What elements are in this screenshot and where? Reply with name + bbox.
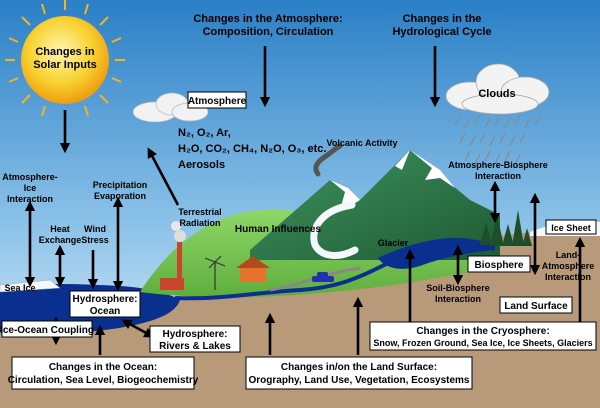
atm-ice-label-1: Atmosphere- <box>2 172 58 182</box>
soil-bio-label-2: Interaction <box>435 294 481 304</box>
atmosphere-cloud <box>132 92 209 123</box>
hydrosphere-ocean-label-1: Hydrosphere: <box>72 294 137 305</box>
rivers-box <box>149 325 241 353</box>
land-changes-detail: Orography, Land Use, Vegetation, Ecosyst… <box>249 375 470 386</box>
land-surface-box <box>499 296 573 314</box>
heat-exchange-label-1: Heat <box>50 224 70 234</box>
cryosphere-detail: Snow, Frozen Ground, Sea Ice, Ice Sheets… <box>373 338 592 348</box>
terrestrial-radiation-arrow <box>147 147 180 206</box>
windmill <box>204 255 226 290</box>
ice-ocean-label: Ice-Ocean Coupling <box>0 325 94 336</box>
heat-exchange-label-2: Exchange <box>39 235 82 245</box>
ocean-changes-title: Changes in the Ocean: <box>49 362 157 373</box>
car <box>312 272 334 282</box>
cryosphere-box <box>369 321 597 351</box>
atm-ice-label-3: Interaction <box>7 194 53 204</box>
land-changes-box <box>245 356 473 390</box>
land-surface-label: Land Surface <box>504 301 568 312</box>
human-influences-label: Human Influences <box>235 224 322 235</box>
volcanic-smoke <box>313 143 343 177</box>
atm-ice-label-2: Ice <box>24 183 37 193</box>
land-atm-label-1: Land- <box>556 250 581 260</box>
gases-line-1: N₂, O₂, Ar, <box>178 127 231 139</box>
hydrosphere-ocean-box <box>69 290 141 318</box>
aerosols-label: Aerosols <box>178 159 225 171</box>
biosphere-box <box>467 255 531 273</box>
ice-ocean-box <box>1 320 93 338</box>
ocean-changes-box <box>11 356 195 390</box>
precip-label-2: Evaporation <box>94 191 146 201</box>
hydrosphere-ocean-label-2: Ocean <box>90 306 121 317</box>
sea-ice-label: Sea Ice <box>4 283 35 293</box>
rivers-label-2: Rivers & Lakes <box>159 341 231 352</box>
wind-stress-label-1: Wind <box>84 224 106 234</box>
atmosphere-label: Atmosphere <box>188 96 247 107</box>
clouds-label: Clouds <box>478 88 515 100</box>
precip-label-1: Precipitation <box>93 180 148 190</box>
land-atm-label-3: Interaction <box>545 272 591 282</box>
solar-inputs-label-1: Changes in <box>35 46 95 58</box>
land-changes-title: Changes in/on the Land Surface: <box>281 362 437 373</box>
cryosphere-title: Changes in the Cryosphere: <box>416 326 549 337</box>
lake <box>378 237 495 269</box>
soil-bio-label-1: Soil-Biosphere <box>426 283 490 293</box>
rivers-label-1: Hydrosphere: <box>162 329 227 340</box>
atm-bio-label-2: Interaction <box>475 171 521 181</box>
atmosphere-box <box>187 91 247 109</box>
terrestrial-radiation-label-1: Terrestrial <box>178 207 221 217</box>
solar-inputs-label-2: Solar Inputs <box>33 59 97 71</box>
ice-sheet-label: Ice Sheet <box>551 223 591 233</box>
house <box>236 256 270 282</box>
glacier-label: Glacier <box>378 238 409 248</box>
forest <box>480 210 532 246</box>
gases-line-2: H₂O, CO₂, CH₄, N₂O, O₃, etc. <box>178 143 326 155</box>
ice-sheet-box <box>545 219 597 235</box>
atmosphere-changes-title: Changes in the Atmosphere: <box>193 13 342 25</box>
ocean-changes-detail: Circulation, Sea Level, Biogeochemistry <box>8 375 199 386</box>
biosphere-label: Biosphere <box>475 260 524 271</box>
atm-bio-label-1: Atmosphere-Biosphere <box>448 160 548 170</box>
process-arrows <box>24 46 586 355</box>
hydro-changes-title: Changes in the <box>403 13 482 25</box>
wind-stress-label-2: Stress <box>81 235 109 245</box>
factory <box>160 221 186 290</box>
rain-icon <box>454 114 541 165</box>
clouds-icon <box>445 63 550 115</box>
hydro-changes-detail: Hydrological Cycle <box>392 26 491 38</box>
volcanic-activity-label: Volcanic Activity <box>326 138 397 148</box>
glacier-flow <box>310 201 359 259</box>
terrestrial-radiation-label-2: Radiation <box>179 218 220 228</box>
rivers-arrow <box>121 319 155 338</box>
atmosphere-changes-detail: Composition, Circulation <box>203 26 334 38</box>
land-atm-label-2: Atmosphere <box>542 261 595 271</box>
